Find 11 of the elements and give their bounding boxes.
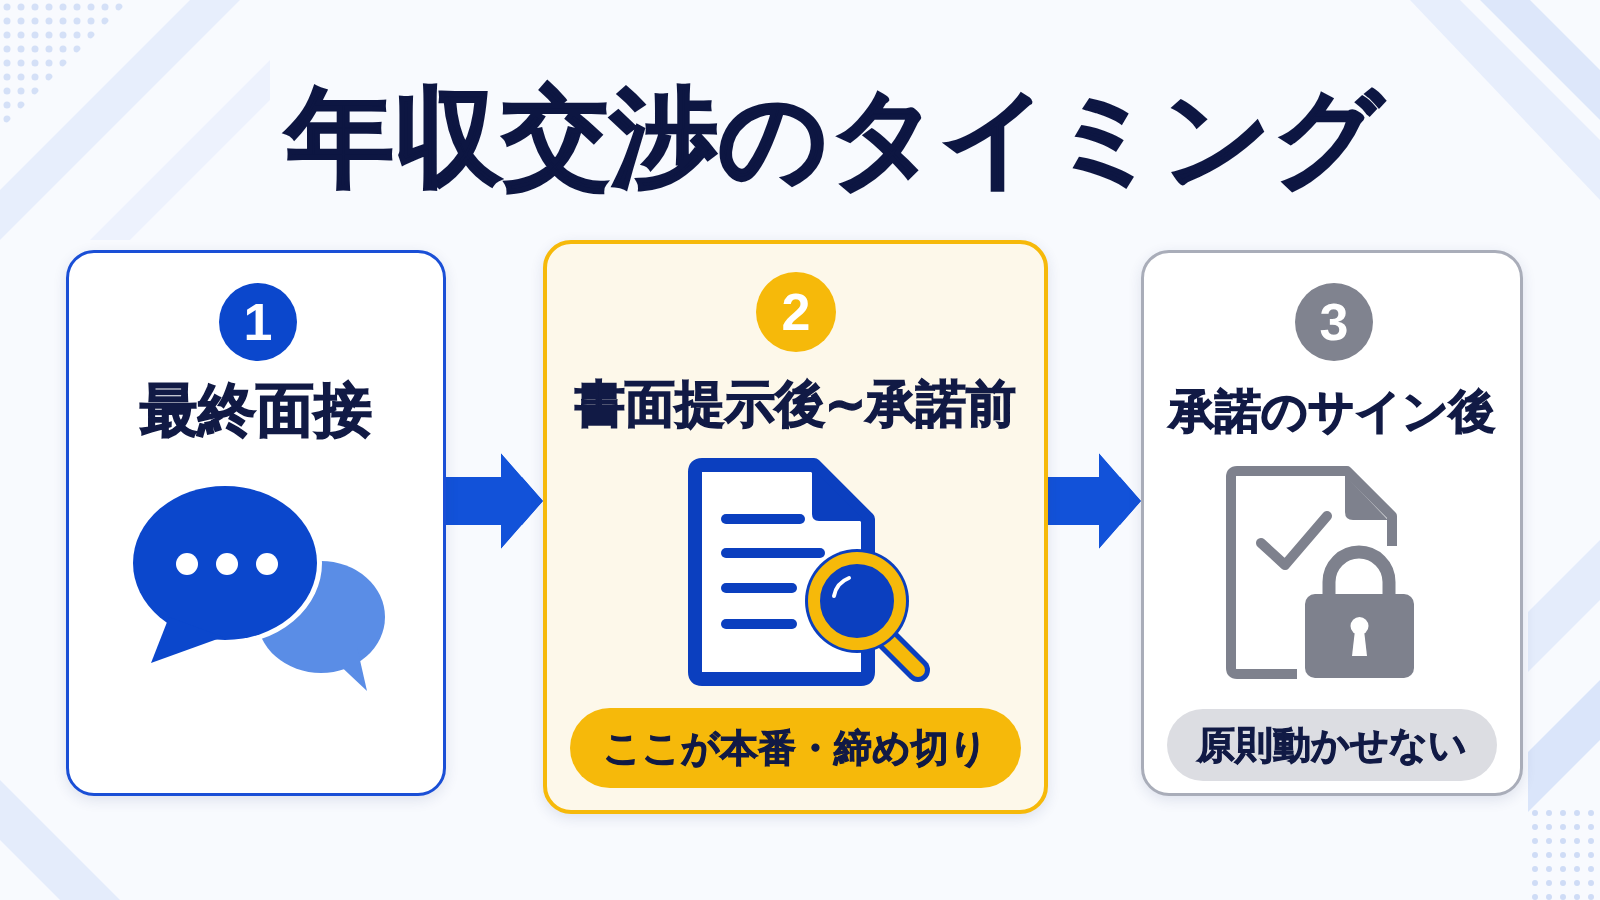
status-tag: ここが本番・締め切り [570, 708, 1021, 788]
step-heading: 書面提示後~承諾前 [573, 374, 1018, 434]
block-arrow [446, 453, 543, 549]
step-card [66, 250, 446, 796]
step-card [1141, 250, 1523, 796]
title: 年収交渉のタイミング [283, 74, 1386, 202]
block-arrow [1048, 453, 1141, 549]
step-heading: 最終面接 [139, 376, 373, 446]
step-heading: 承諾のサイン後 [1167, 384, 1496, 440]
status-tag: 原則動かせない [1167, 709, 1497, 781]
step-card [543, 240, 1048, 814]
